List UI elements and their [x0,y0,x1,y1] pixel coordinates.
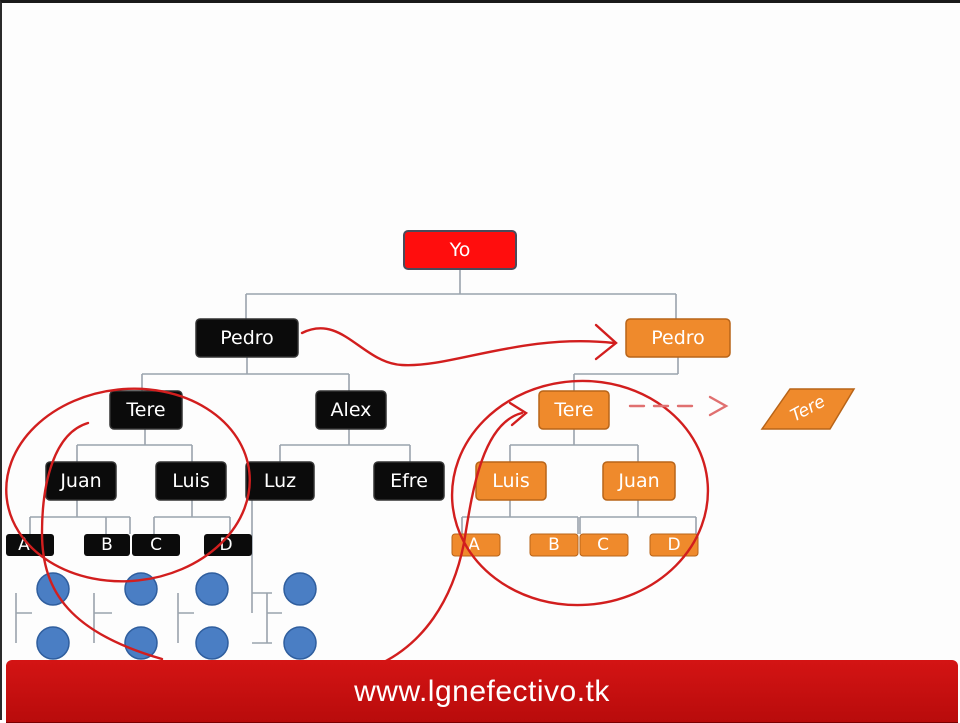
member-circle [195,572,229,606]
node-efre: Efre [373,461,445,501]
leaf-circles [36,572,317,660]
node-luis-left: Luis [155,461,227,501]
node-luis-right-label: Luis [492,470,529,492]
node-efre-label: Efre [390,470,428,492]
right-highlight-circle [450,379,710,607]
node-pedro-left-label: Pedro [220,327,274,349]
annotations [5,323,729,665]
member-circle [195,626,229,660]
move-arrow-head [594,323,618,361]
member-circle [283,626,317,660]
node-tere-right: Tere [538,390,610,430]
node-juan-right-label: Juan [617,470,659,492]
leaf-a-left-label: A [18,535,30,555]
node-juan-left: Juan [45,461,117,501]
member-circle [36,572,70,606]
leaf-b-right: B [529,533,579,557]
node-pedro-right-label: Pedro [651,327,705,349]
right-tree: Pedro Tere Luis Juan A B [451,318,856,557]
left-loop-curve [40,421,164,661]
node-luis-left-label: Luis [172,470,209,492]
left-highlight-circle [5,387,251,583]
leaf-b-left: B [84,534,130,556]
left-tree: Pedro Tere Alex Juan Luis Luz [6,318,445,660]
node-tere-moved: Tere [760,388,856,430]
right-rise-curve [380,411,524,665]
node-tere-left: Tere [109,390,183,430]
member-circle [124,626,158,660]
node-pedro-right: Pedro [625,318,731,358]
footer-banner: www.lgnefectivo.tk [6,660,958,723]
family-tree-diagram: Yo Pedro Tere Alex Juan Luis [5,230,856,665]
leaf-c-left: C [132,534,180,556]
leaf-d-right: D [649,533,699,557]
leaf-b-right-label: B [548,535,560,555]
member-circle [36,626,70,660]
leaf-a-right: A [451,533,501,557]
node-juan-right: Juan [602,461,676,501]
connector-lines [15,269,697,644]
node-luz: Luz [245,461,315,501]
node-luis-right: Luis [475,461,547,501]
node-tere-right-label: Tere [553,399,593,421]
leaf-a-right-label: A [468,535,480,555]
leaf-b-left-label: B [101,535,113,555]
leaf-c-right: C [579,533,629,557]
node-juan-left-label: Juan [59,470,101,492]
leaf-c-left-label: C [150,535,162,555]
leaf-c-right-label: C [597,535,609,555]
leaf-d-right-label: D [667,535,680,555]
dashed-arrow-head [708,395,729,417]
root-node-label: Yo [449,239,471,261]
node-luz-label: Luz [264,470,296,492]
node-alex: Alex [315,390,387,430]
node-alex-label: Alex [331,399,372,421]
member-circle [283,572,317,606]
root-node: Yo [403,230,517,270]
footer-url-text[interactable]: www.lgnefectivo.tk [354,674,610,708]
node-pedro-left: Pedro [195,318,299,358]
right-rise-head [508,401,529,427]
move-arrow-curve [300,327,616,367]
node-tere-left-label: Tere [125,399,165,421]
